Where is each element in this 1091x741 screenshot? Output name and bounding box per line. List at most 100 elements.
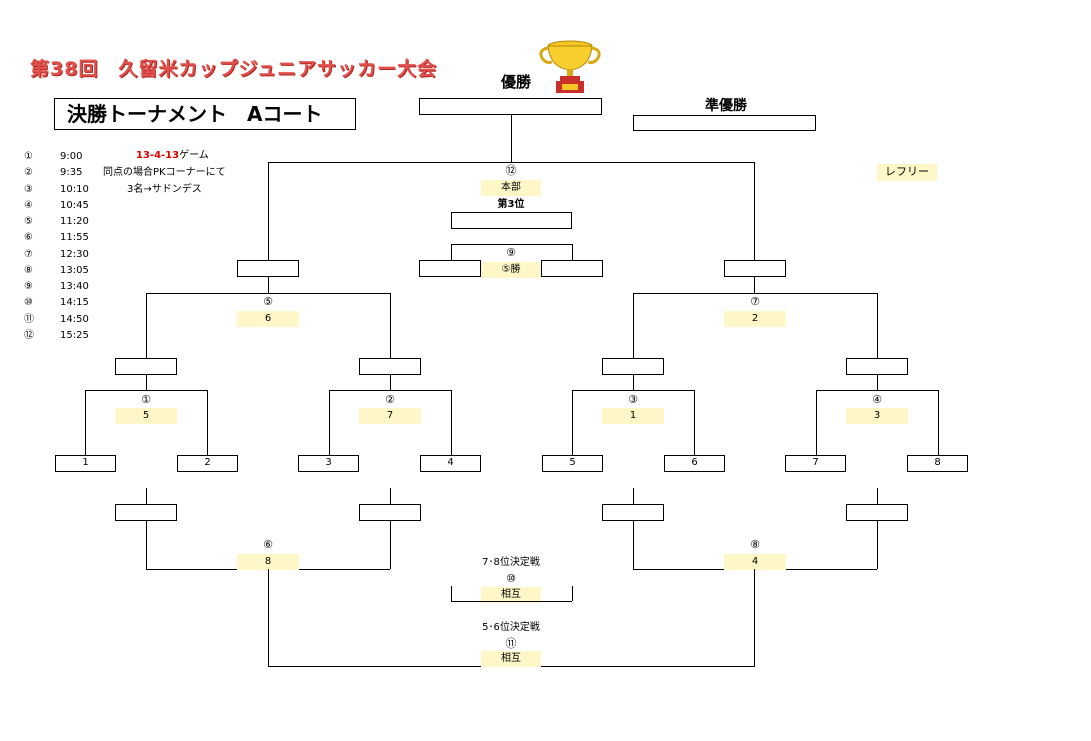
team-slot: 8 [907,455,968,472]
bracket-line [633,293,634,358]
bracket-line [146,375,147,390]
semifinal-right-winner-box [724,260,786,277]
bracket-line [207,390,208,455]
quarterfinal-4-winner-box [846,358,908,375]
bracket-line [877,375,878,390]
referee-label: レフリー [877,164,937,181]
bracket-line [146,521,147,569]
bracket-line [572,390,694,391]
match-referee: 8 [237,554,299,570]
bracket-line [146,293,147,358]
bracket-line [451,390,452,455]
match-number: ⑩ [506,572,516,585]
match-referee: ⑤勝 [481,262,541,278]
bracket-line [329,390,330,455]
bracket-line [877,521,878,569]
trophy-icon [538,38,602,96]
bracket-line [85,390,207,391]
tie-rule-note: 同点の場合PKコーナーにて [103,167,226,178]
bracket-line [268,569,269,667]
team-slot: 5 [542,455,603,472]
bracket-line [754,162,755,260]
semifinal-left-winner-box [237,260,299,277]
bracket-line [877,293,878,358]
sudden-death-note: 3名→サドンデス [127,184,202,195]
match-number: ⑧ [750,538,760,551]
team-slot: 2 [177,455,238,472]
match-number: ⑦ [750,295,760,308]
bracket-line [85,390,86,455]
quarterfinal-1-loser-box [115,504,177,521]
bracket-line [451,244,452,260]
bracket-line [390,488,391,504]
match-referee: 相互 [481,651,541,667]
team-slot: 6 [664,455,725,472]
bracket-line [329,390,451,391]
champion-label: 優勝 [500,73,531,91]
quarterfinal-2-loser-box [359,504,421,521]
bracket-line [146,293,390,294]
bracket-line [268,162,269,260]
bracket-line [938,390,939,455]
bracket-line [451,586,452,601]
match-number: ⑫ [505,164,517,177]
team-slot: 7 [785,455,846,472]
champion-box [419,98,602,115]
match-number: ⑨ [506,246,516,259]
bracket-line [511,115,512,163]
fifth-sixth-place-label: 5･6位決定戦 [482,622,540,633]
third-place-right-box [541,260,603,277]
team-slot: 1 [55,455,116,472]
third-place-left-box [419,260,481,277]
bracket-line [268,162,754,163]
bracket-line [754,277,755,293]
bracket-line [390,293,391,358]
bracket-line [754,569,755,667]
match-number: ① [141,393,151,406]
team-slot: 4 [420,455,481,472]
match-number: ④ [872,393,882,406]
quarterfinal-2-winner-box [359,358,421,375]
bracket-line [572,586,573,601]
bracket-line [268,277,269,293]
quarterfinal-3-loser-box [602,504,664,521]
match-referee: 本部 [481,180,541,196]
match-number: ③ [628,393,638,406]
bracket-line [572,390,573,455]
match-number: ⑥ [263,538,273,551]
match-format-note: 13-4-13ゲーム [136,150,209,161]
team-slot: 3 [298,455,359,472]
match-referee: 3 [846,408,908,424]
match-referee: 6 [237,311,299,327]
match-number: ⑪ [505,637,517,650]
bracket-line [877,488,878,504]
match-referee: 2 [724,311,786,327]
bracket-line [694,390,695,455]
seventh-eighth-place-label: 7･8位決定戦 [482,557,540,568]
bracket-line [633,375,634,390]
bracket-line [146,488,147,504]
match-number: ⑤ [263,295,273,308]
bracket-line [816,390,817,455]
bracket-line [451,244,572,245]
bracket-subtitle: 決勝トーナメント Aコート [54,98,356,130]
runner-up-label: 準優勝 [705,98,747,114]
bracket-line [816,390,938,391]
match-referee: 1 [602,408,664,424]
runner-up-box [633,115,816,131]
bracket-line [633,293,877,294]
third-place-label: 第3位 [497,199,525,210]
bracket-line [390,521,391,569]
match-referee: 相互 [481,587,541,603]
match-referee: 7 [359,408,421,424]
